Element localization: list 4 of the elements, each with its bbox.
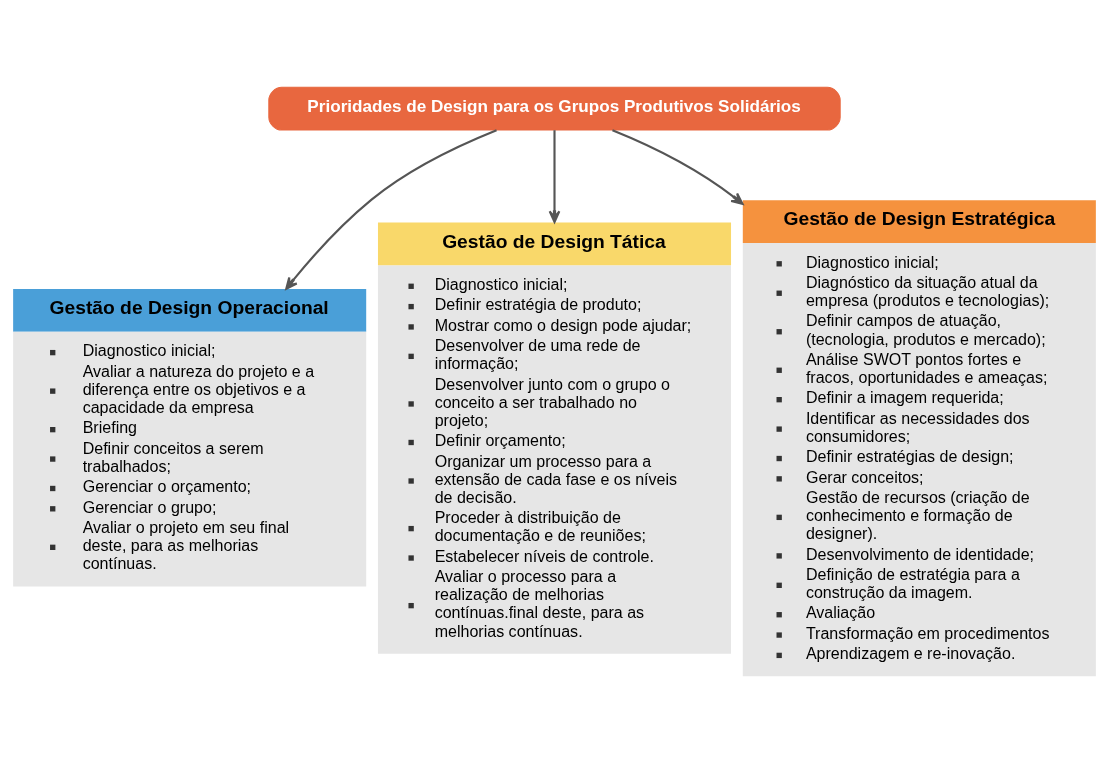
arrow (548, 129, 561, 223)
node-box: Prioridades de Design para os Grupos Produtivos Solidários (268, 86, 841, 131)
arrow (285, 128, 497, 290)
arrow (612, 128, 744, 205)
